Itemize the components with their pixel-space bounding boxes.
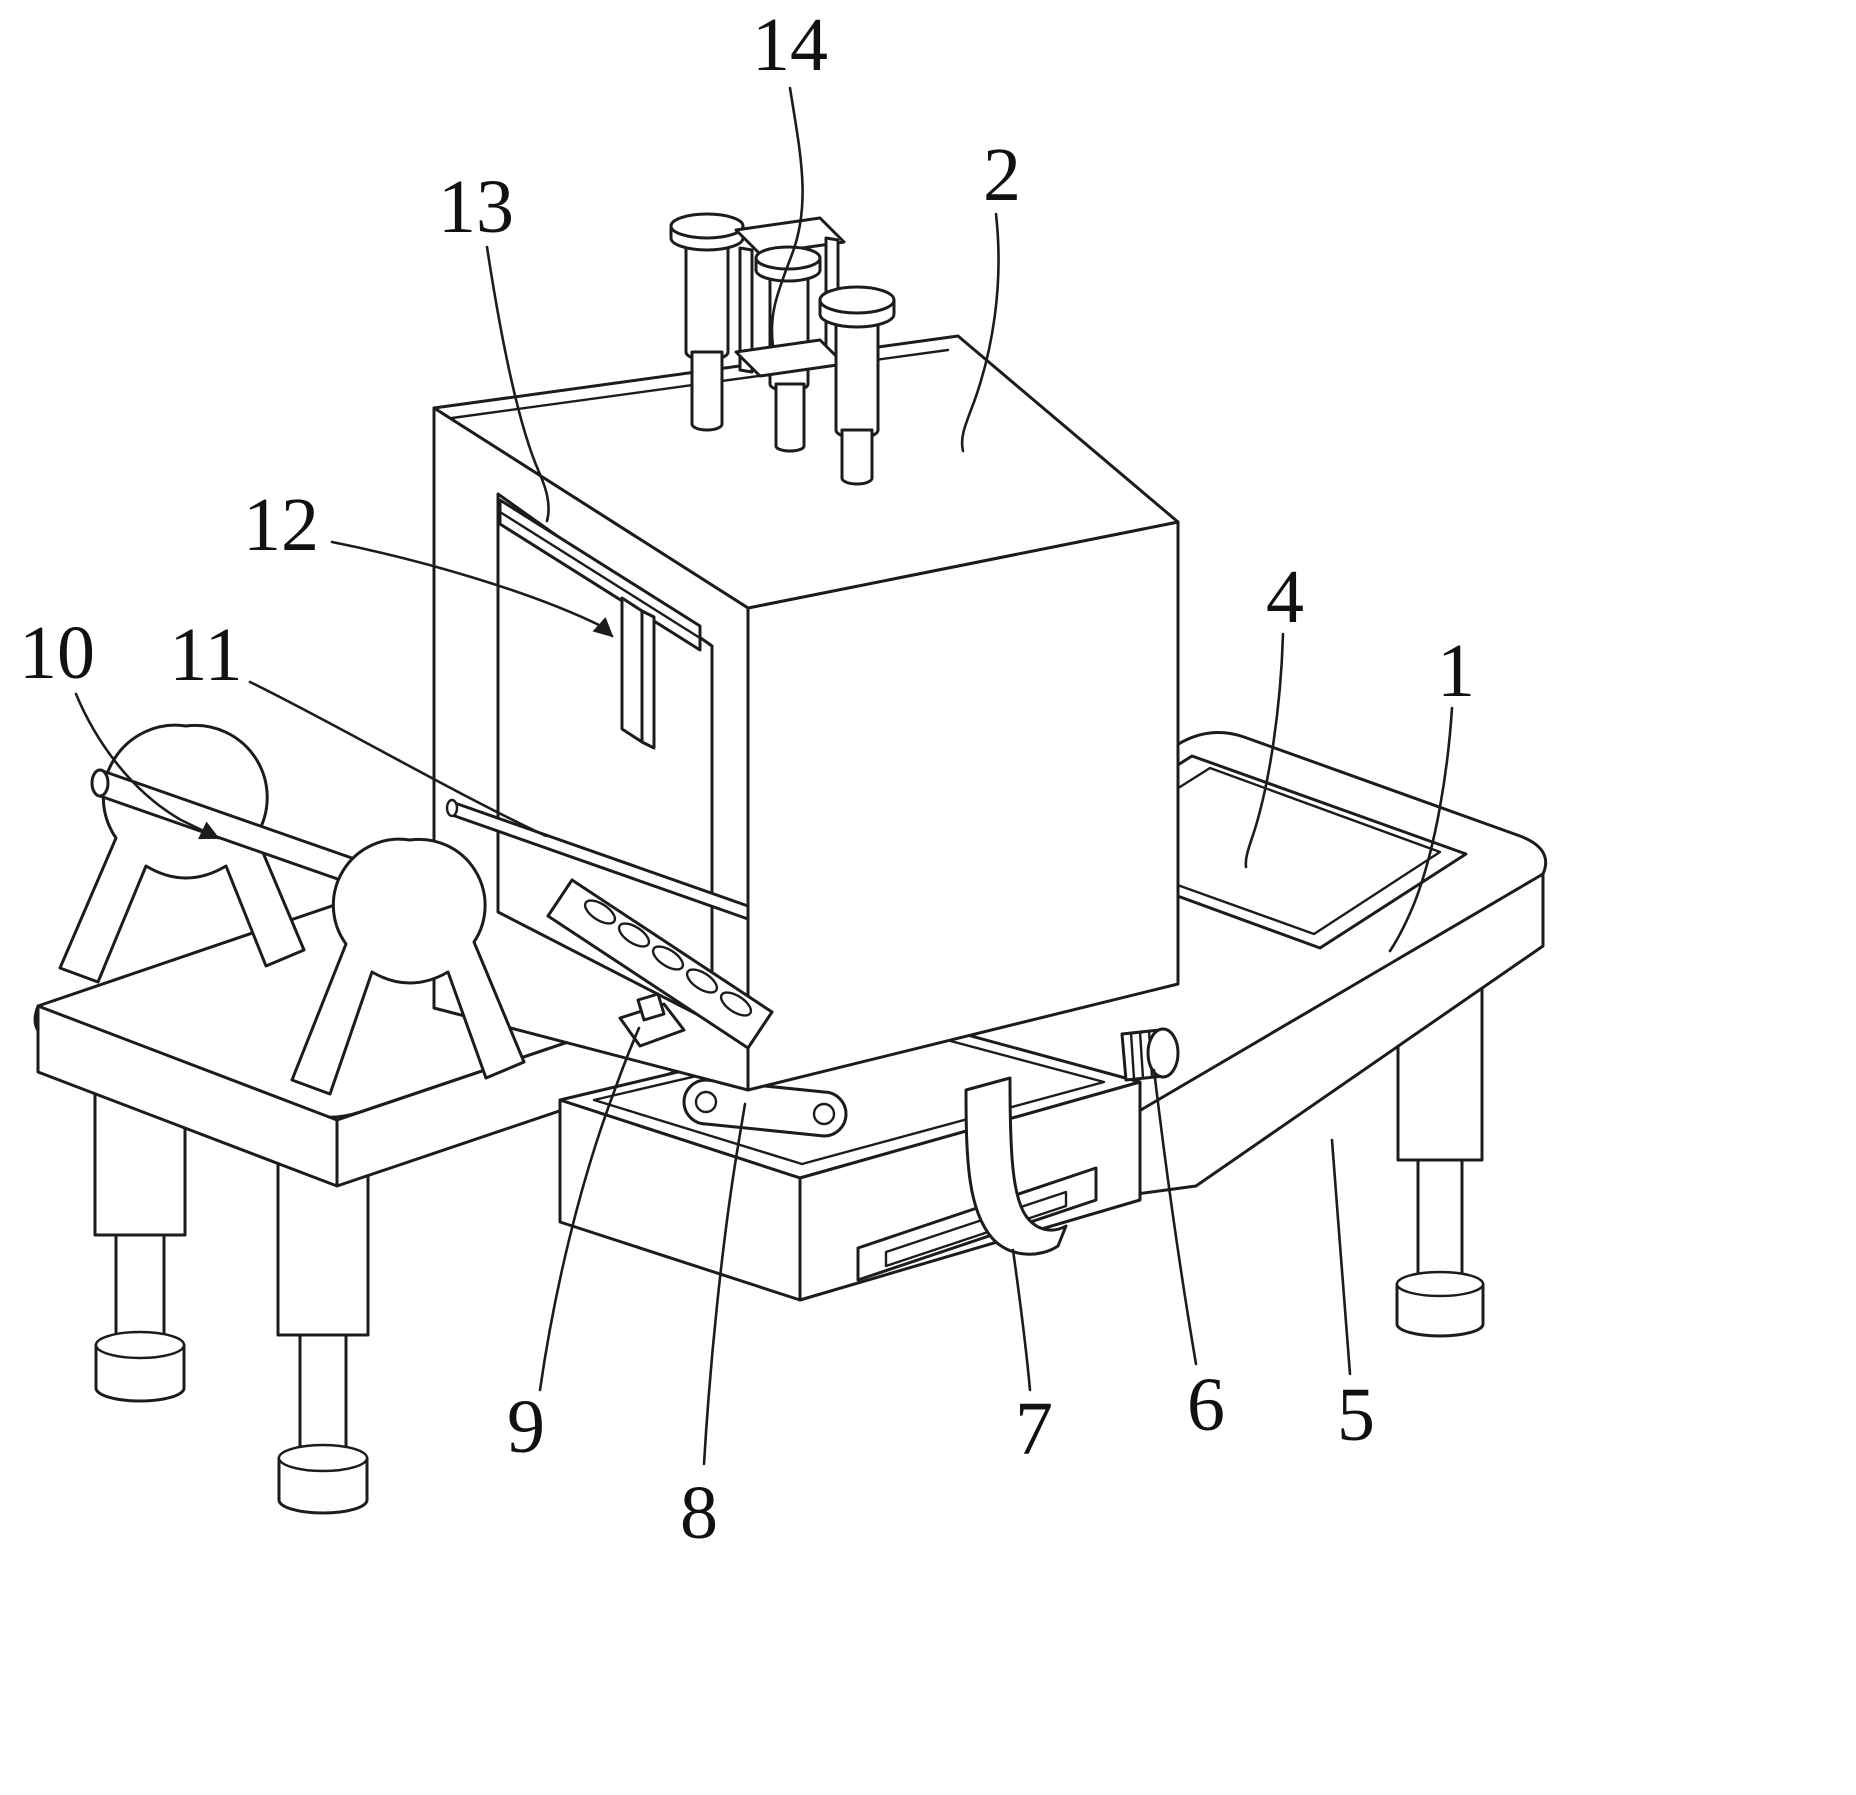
track-hole-2 — [617, 922, 651, 948]
leader-line-12 — [330, 540, 614, 638]
leader-line-1 — [1388, 706, 1454, 953]
leader-line-11 — [248, 680, 548, 838]
leader-line-8 — [702, 1102, 747, 1466]
leader-line-13 — [485, 245, 550, 523]
leg-right-foot — [1395, 1282, 1485, 1338]
callout-label-1: 1 — [1437, 629, 1475, 713]
leg-left-front-rod — [298, 1333, 348, 1462]
leg-left-front-foot — [277, 1456, 369, 1515]
leader-line-14 — [770, 86, 804, 348]
track-hole-4 — [685, 968, 719, 994]
syringe-right-plunger — [840, 428, 874, 486]
leader-line-9 — [538, 1026, 641, 1392]
syringe-left-flange-top — [669, 212, 745, 240]
callout-label-12: 12 — [243, 483, 319, 567]
track-hole-5 — [719, 991, 753, 1017]
syringe-right — [818, 285, 896, 486]
slide-rail-groove — [498, 510, 702, 640]
callout-label-2: 2 — [983, 133, 1021, 217]
track-hole-3 — [651, 945, 685, 971]
knob-cap — [1146, 1027, 1180, 1079]
leg-right-foot-top — [1395, 1270, 1485, 1298]
callout-label-6: 6 — [1187, 1363, 1225, 1447]
leg-right-rod — [1416, 1158, 1464, 1292]
leader-line-5 — [1330, 1138, 1352, 1376]
belt-pulley-right — [812, 1102, 836, 1126]
callout-label-8: 8 — [680, 1471, 718, 1555]
syringe-right-flange-top — [818, 285, 896, 315]
syringe-left-plunger — [690, 350, 724, 432]
callout-label-4: 4 — [1266, 555, 1304, 639]
leg-left-front — [276, 1148, 370, 1515]
leg-left-back-foot — [94, 1343, 186, 1403]
callout-label-5: 5 — [1337, 1373, 1375, 1457]
clamp-tab — [636, 992, 666, 1022]
carriage-top — [734, 216, 846, 256]
hanging-bar-side — [640, 609, 656, 750]
leg-left-back-foot-top — [94, 1330, 186, 1360]
leg-left-back-rod — [114, 1233, 166, 1349]
machine-drawing — [33, 212, 1548, 1515]
callout-label-14: 14 — [752, 3, 828, 87]
leader-line-6 — [1152, 1068, 1198, 1366]
callout-label-10: 10 — [19, 611, 95, 695]
roller-bar-end-cap — [90, 768, 110, 798]
roller-stand-front — [290, 837, 526, 1096]
callout-label-7: 7 — [1015, 1387, 1053, 1471]
track-hole-1 — [583, 899, 617, 925]
leader-line-4 — [1244, 632, 1285, 869]
syringe-middle-plunger — [774, 382, 806, 453]
callout-label-13: 13 — [438, 165, 514, 249]
carriage-left-post — [738, 246, 754, 374]
callout-label-9: 9 — [507, 1385, 545, 1469]
syringe-middle-flange-top — [754, 245, 822, 271]
belt-pulley-left — [694, 1090, 718, 1114]
syringe-left — [669, 212, 745, 432]
leader-line-7 — [1011, 1248, 1032, 1392]
belt-outline — [682, 1078, 848, 1138]
hanging-bar-front — [620, 596, 644, 744]
hanging-strap — [964, 1076, 1068, 1256]
leader-line-10 — [74, 692, 220, 840]
feed-rod-end-cap — [445, 798, 459, 818]
callout-label-11: 11 — [169, 613, 242, 697]
leader-line-2 — [960, 212, 1000, 453]
syringe-middle — [754, 245, 822, 453]
leg-left-front-foot-top — [277, 1443, 369, 1473]
